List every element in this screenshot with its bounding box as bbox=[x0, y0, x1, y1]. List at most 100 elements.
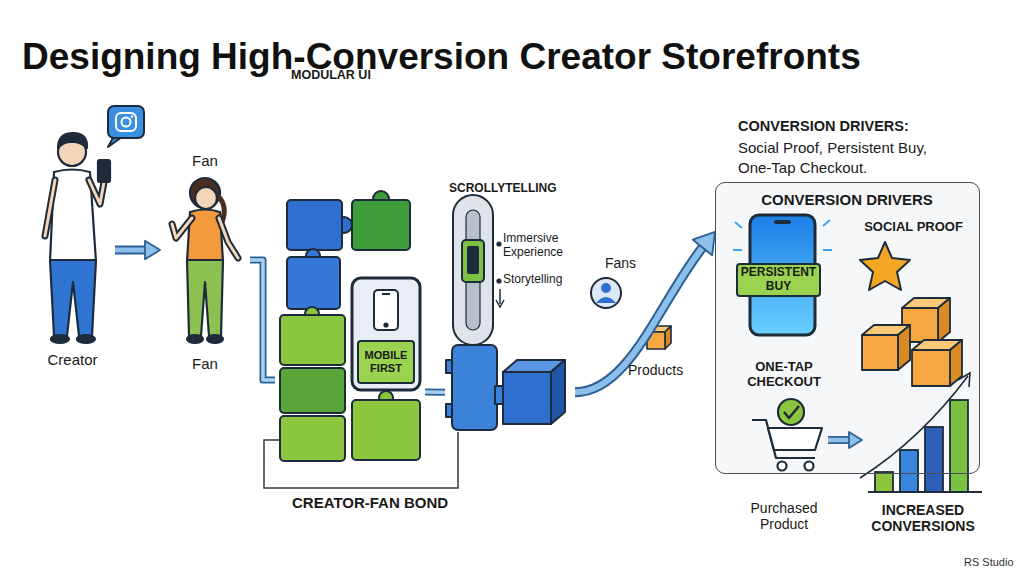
creator-person-part bbox=[45, 180, 55, 236]
pipe-junction bbox=[446, 345, 565, 430]
creator-person-part bbox=[58, 133, 87, 148]
scrollytelling-slider: SCROLLYTELLINGImmersive ExperienceStoryt… bbox=[445, 178, 575, 433]
conversion-bars-part bbox=[950, 400, 968, 492]
watermark: RS Studio bbox=[964, 556, 1014, 569]
diagram-title: Designing High-Conversion Creator Storef… bbox=[22, 36, 861, 79]
scroll-capsule-part bbox=[466, 210, 480, 330]
conversion-drivers-panel: CONVERSION DRIVERSPERSISTENT BUYSOCIAL P… bbox=[715, 182, 980, 474]
product-boxes-part bbox=[938, 298, 950, 342]
fans-icon-part bbox=[601, 283, 611, 293]
flow-arrow bbox=[115, 241, 160, 260]
increased-conversions-node-text: INCREASED CONVERSIONS bbox=[862, 502, 984, 534]
creator-person-part bbox=[50, 260, 96, 336]
puzzle-pieces-part bbox=[384, 323, 387, 326]
puzzle-pieces-part bbox=[352, 200, 410, 250]
conversion-bars-part bbox=[958, 373, 970, 387]
flow-arrow-outline bbox=[115, 246, 148, 255]
fan-figure-node-text: Fan bbox=[160, 355, 250, 372]
flow-arrow bbox=[828, 432, 862, 448]
pipe-connector-outline bbox=[425, 389, 445, 396]
fan-person-part bbox=[219, 218, 238, 258]
checkout-cart-part bbox=[778, 399, 804, 425]
bond-bracket bbox=[264, 432, 458, 488]
puzzle-pieces-part bbox=[280, 416, 345, 461]
product-boxes-part bbox=[862, 335, 898, 370]
scroll-capsule-part bbox=[467, 246, 479, 274]
scroll-capsule-part bbox=[499, 289, 501, 304]
puzzle-pieces-part bbox=[287, 257, 340, 309]
creator-person-part bbox=[51, 335, 69, 343]
flow-arrow-body bbox=[115, 248, 148, 253]
creator-person-part bbox=[89, 180, 104, 204]
fan-person-part bbox=[190, 178, 220, 208]
growth-arrow-body bbox=[575, 244, 705, 392]
bond-label: CREATOR-FAN BOND bbox=[292, 494, 448, 511]
flow-arrow-outline bbox=[828, 436, 852, 444]
fan-person-part bbox=[187, 260, 223, 336]
instagram-bubble-part bbox=[108, 106, 144, 138]
instagram-bubble-part bbox=[131, 115, 134, 118]
social-proof-node-text: SOCIAL PROOF bbox=[856, 220, 971, 235]
social-proof-star bbox=[860, 242, 910, 290]
scroll-capsule-part bbox=[496, 300, 504, 307]
puzzle-pieces-part bbox=[352, 400, 420, 460]
persistent-buy-phone-part bbox=[774, 220, 791, 224]
conversion-bars-part bbox=[925, 427, 943, 492]
products-label: Products bbox=[628, 362, 683, 378]
creator-person-part bbox=[77, 335, 95, 343]
instagram-bubble-part bbox=[122, 118, 131, 127]
fan-person-part bbox=[195, 187, 217, 209]
instagram-bubble bbox=[108, 106, 144, 147]
pipe-connector-outline bbox=[250, 260, 275, 380]
checkout-cart bbox=[752, 399, 822, 471]
fan-person-part bbox=[172, 218, 192, 238]
conversion-bars-part bbox=[875, 472, 893, 492]
puzzle-pieces-part bbox=[382, 293, 390, 295]
puzzle-pieces-part bbox=[352, 278, 420, 390]
growth-arrow-outline bbox=[575, 244, 705, 392]
checkout-cart-part bbox=[778, 462, 787, 471]
persistent-buy-phone bbox=[733, 215, 832, 335]
fan-person-part bbox=[187, 335, 203, 343]
puzzle-pieces bbox=[280, 191, 420, 461]
modular-ui-group: MODULAR UI MOBILE FIRST bbox=[275, 65, 425, 465]
pipe-connector bbox=[425, 392, 445, 393]
growth-arrow bbox=[575, 232, 715, 392]
pipe-connector-body bbox=[250, 260, 275, 380]
pipe-connector-body bbox=[425, 390, 445, 394]
drivers-summary: Social Proof, Persistent Buy, One-Tap Ch… bbox=[738, 138, 953, 178]
conversion-bars bbox=[860, 373, 982, 492]
pipe-junction-part bbox=[503, 372, 551, 424]
puzzle-pieces-part bbox=[287, 200, 342, 250]
modular-ui-group-text: MODULAR UI bbox=[291, 68, 421, 82]
scrollytelling-slider-text: Storytelling bbox=[503, 273, 575, 287]
mobile-first-box: MOBILE FIRST bbox=[357, 340, 415, 384]
scroll-capsule bbox=[453, 195, 504, 345]
one-tap-checkout-node: ONE-TAP CHECKOUTPurchased Product bbox=[740, 360, 828, 535]
pipe-junction-part bbox=[452, 345, 497, 430]
scrollytelling-slider-text: SCROLLYTELLING bbox=[449, 182, 575, 196]
creator-person-part bbox=[45, 180, 55, 236]
product-box-icon-part bbox=[665, 326, 671, 349]
creator-person-part bbox=[89, 180, 104, 204]
increased-conversions-node: INCREASED CONVERSIONS bbox=[862, 395, 984, 540]
mobile-first-box-text: MOBILE FIRST bbox=[359, 349, 413, 374]
puzzle-pieces-part bbox=[374, 290, 398, 330]
one-tap-checkout-node-text: ONE-TAP CHECKOUT bbox=[740, 360, 828, 390]
scroll-capsule-part bbox=[462, 240, 484, 282]
puzzle-pieces-part bbox=[280, 315, 345, 365]
creator-person-part bbox=[98, 160, 110, 182]
flow-arrow-body bbox=[828, 438, 852, 443]
social-proof-node: SOCIAL PROOF bbox=[856, 218, 971, 298]
fan-person-part bbox=[207, 335, 223, 343]
fans-icon-part bbox=[591, 278, 621, 308]
product-boxes-part bbox=[898, 325, 910, 370]
creator-person bbox=[45, 133, 110, 343]
persistent-buy-box-text: PERSISTENT BUY bbox=[738, 266, 819, 294]
drivers-heading: CONVERSION DRIVERS: bbox=[738, 118, 909, 135]
checkout-cart-part bbox=[768, 428, 822, 450]
fan-person-part bbox=[172, 218, 192, 238]
creator-figure-node-text: Creator bbox=[30, 351, 115, 368]
instagram-bubble-part bbox=[116, 113, 136, 131]
